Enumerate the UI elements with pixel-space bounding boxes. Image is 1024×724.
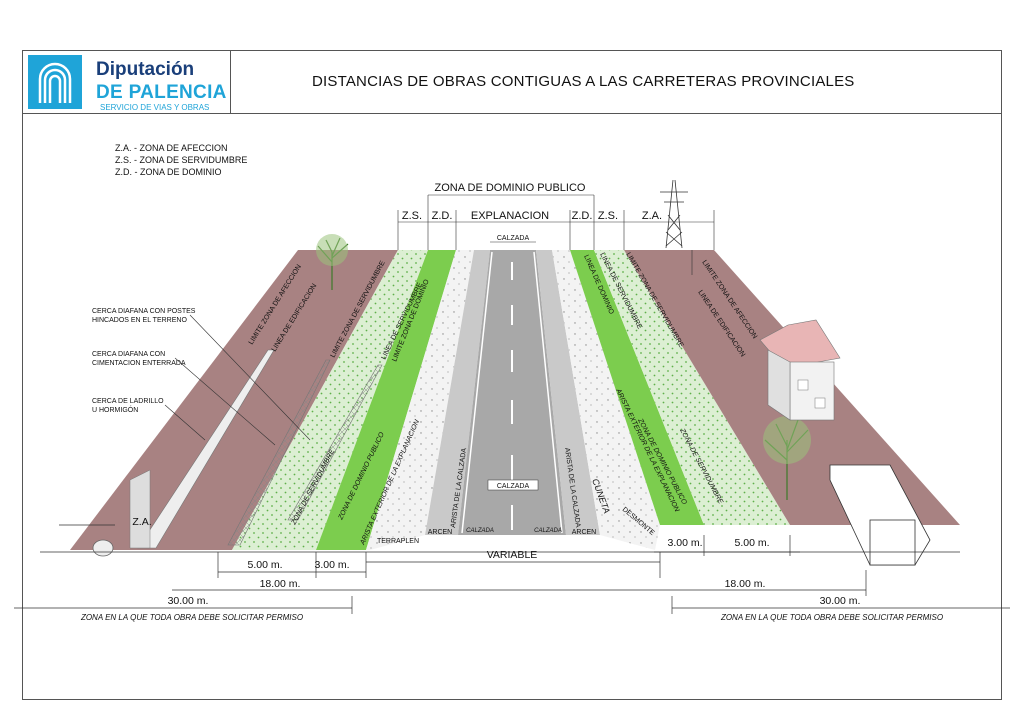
- top-dimension-lines: [398, 194, 714, 243]
- dim-3m-right: 3.00 m.: [667, 537, 702, 549]
- zone-limit-verticals: [397, 195, 715, 275]
- callout-fence-brick-line1: CERCA DE LADRILLO: [92, 398, 164, 405]
- dim-18m-right: 18.00 m.: [725, 578, 766, 590]
- label-calzada-italic-right: CALZADA: [534, 528, 562, 534]
- label-explanacion: EXPLANACION: [471, 210, 549, 222]
- dim-variable: VARIABLE: [487, 549, 538, 561]
- label-zd-right: Z.D.: [572, 210, 593, 222]
- title-block: Diputación DE PALENCIA SERVICIO DE VIAS …: [22, 50, 1002, 114]
- dim-5m-left: 5.00 m.: [247, 559, 282, 571]
- label-arcen-left: ARCEN: [428, 529, 453, 536]
- dim-5m-right: 5.00 m.: [734, 537, 769, 549]
- drawing-frame: [22, 50, 1002, 700]
- callout-fence-foundation-line1: CERCA DIAFANA CON: [92, 351, 166, 358]
- label-za-top: Z.A.: [642, 210, 662, 222]
- legend-zd: Z.D. - ZONA DE DOMINIO: [115, 167, 222, 177]
- logo-block: Diputación DE PALENCIA SERVICIO DE VIAS …: [22, 50, 231, 113]
- permit-zone-right: ZONA EN LA QUE TODA OBRA DEBE SOLICITAR …: [720, 613, 943, 622]
- servitude-zone-left: [232, 250, 428, 550]
- label-calzada-italic-left: CALZADA: [466, 528, 494, 534]
- legend-za: Z.A. - ZONA DE AFECCION: [115, 143, 228, 153]
- abbreviation-legend: Z.A. - ZONA DE AFECCION Z.S. - ZONA DE S…: [115, 142, 247, 178]
- callout-fence-posts-line2: HINCADOS EN EL TERRENO: [92, 317, 187, 324]
- callout-fence-posts: CERCA DIAFANA CON POSTES HINCADOS EN EL …: [92, 307, 195, 325]
- lane-markings: [461, 251, 563, 534]
- label-terraplen: TERRAPLEN: [377, 538, 419, 545]
- fence-brick: [129, 349, 275, 549]
- callout-fence-brick-line2: U HORMIGÓN: [92, 407, 139, 414]
- permit-zone-left: ZONA EN LA QUE TODA OBRA DEBE SOLICITAR …: [80, 613, 303, 622]
- drain-pipe: [92, 539, 114, 557]
- tree-right: [763, 416, 811, 500]
- dim-za-left: Z.A.: [132, 516, 151, 528]
- fence-posts: [287, 364, 383, 521]
- shoulder-right: [536, 250, 600, 535]
- dominio-zone-left: [316, 250, 456, 550]
- house-icon: [759, 319, 841, 421]
- fence-foundation: [227, 359, 331, 546]
- diputacion-logo-icon: [28, 55, 82, 109]
- callout-fence-foundation: CERCA DIAFANA CON CIMENTACION ENTERRADA: [92, 350, 186, 368]
- label-zs-left: Z.S.: [402, 210, 422, 222]
- label-arcen-right: ARCEN: [572, 529, 597, 536]
- dominio-zone-right: [570, 250, 704, 525]
- callout-fence-foundation-line2: CIMENTACION ENTERRADA: [92, 360, 186, 367]
- cut-slope-right: [552, 250, 660, 550]
- embankment-left: [366, 250, 474, 550]
- label-zd-left: Z.D.: [432, 210, 453, 222]
- label-dominio-publico: ZONA DE DOMINIO PUBLICO: [435, 182, 586, 194]
- label-calzada-bottom: CALZADA: [497, 483, 530, 490]
- page-title: DISTANCIAS DE OBRAS CONTIGUAS A LAS CARR…: [312, 73, 855, 90]
- callout-fence-posts-line1: CERCA DIAFANA CON POSTES: [92, 308, 196, 315]
- culvert-structure: [829, 464, 931, 566]
- label-calzada-top: CALZADA: [497, 235, 530, 242]
- bottom-dimension-lines: [14, 524, 1010, 614]
- org-name-province: DE PALENCIA: [96, 82, 227, 103]
- callout-fence-brick: CERCA DE LADRILLO U HORMIGÓN: [92, 397, 164, 415]
- callout-leaders: [164, 314, 311, 446]
- servitude-zone-right: [594, 250, 790, 525]
- dim-3m-left: 3.00 m.: [314, 559, 349, 571]
- org-service: SERVICIO DE VIAS Y OBRAS: [100, 103, 210, 112]
- legend-zs: Z.S. - ZONA DE SERVIDUMBRE: [115, 155, 248, 165]
- affection-zone-left: [70, 250, 398, 550]
- label-zs-right: Z.S.: [598, 210, 618, 222]
- tree-left: [316, 234, 349, 290]
- dim-18m-left: 18.00 m.: [260, 578, 301, 590]
- dim-30m-right: 30.00 m.: [820, 595, 861, 607]
- shoulder-left: [425, 250, 490, 535]
- power-pylon-icon: [660, 179, 688, 249]
- org-name: Diputación: [96, 59, 195, 80]
- dim-30m-left: 30.00 m.: [168, 595, 209, 607]
